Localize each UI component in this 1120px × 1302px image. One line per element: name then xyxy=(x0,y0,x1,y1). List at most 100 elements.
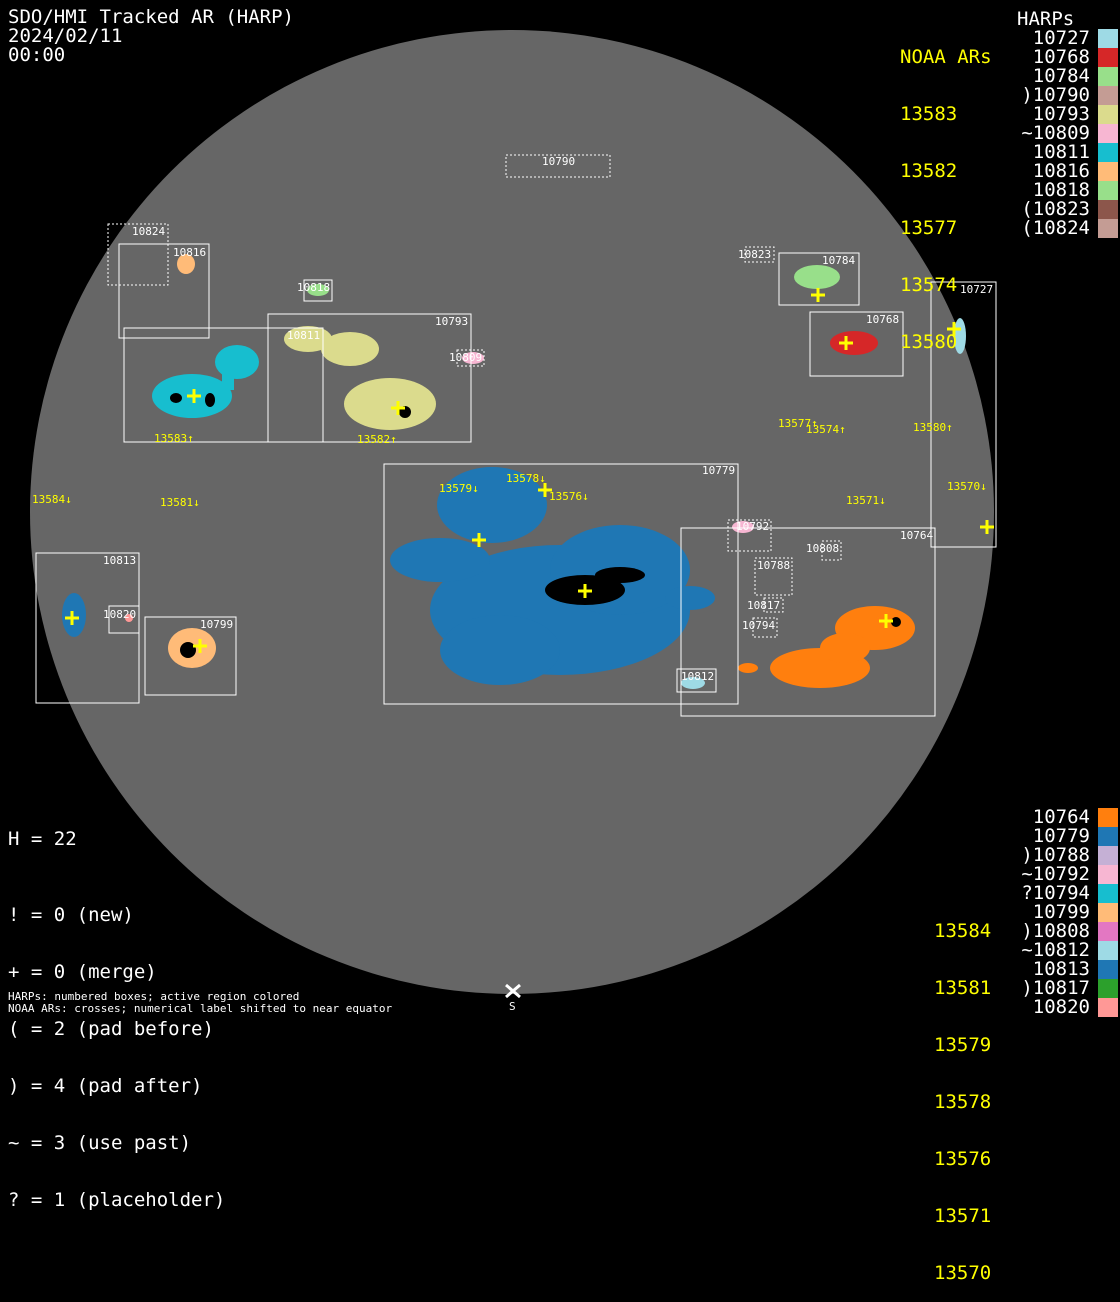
harp-box-10768[interactable] xyxy=(809,311,904,377)
harp-box-10779[interactable] xyxy=(383,463,739,705)
harp-id: 10811 xyxy=(1032,141,1090,163)
harp-label: 10768 xyxy=(866,313,899,326)
color-swatch xyxy=(1098,67,1118,86)
harp-label: 10793 xyxy=(435,315,468,328)
harp-box-10727[interactable] xyxy=(930,281,997,548)
harps-heading: HARPs xyxy=(1017,8,1075,30)
harp-label: 10790 xyxy=(542,155,575,168)
harp-legend-item: 10764 xyxy=(988,808,1118,827)
color-swatch xyxy=(1098,903,1118,922)
color-swatch xyxy=(1098,219,1118,238)
harp-box-10812[interactable] xyxy=(676,668,717,693)
noaa-item: 13571 xyxy=(934,1205,992,1227)
harp-id: ~10792 xyxy=(1021,863,1090,885)
harp-label: 10727 xyxy=(960,283,993,296)
harp-box-10811[interactable] xyxy=(123,327,324,443)
harp-id: 10768 xyxy=(1032,46,1090,68)
harp-id: 10813 xyxy=(1032,958,1090,980)
region-10816 xyxy=(177,254,195,274)
noaa-cross-icon xyxy=(187,389,201,403)
harp-legend-item: (10823 xyxy=(988,200,1118,219)
noaa-item: 13577 xyxy=(900,217,958,239)
noaa-label: 13580↑ xyxy=(913,421,953,434)
noaa-cross-icon xyxy=(578,584,592,598)
color-swatch xyxy=(1098,941,1118,960)
color-swatch xyxy=(1098,884,1118,903)
harp-box-10799[interactable] xyxy=(144,616,237,696)
footnote-line: HARPs: numbered boxes; active region col… xyxy=(8,990,300,1003)
region-10809 xyxy=(462,352,484,364)
harp-label: 10816 xyxy=(173,246,206,259)
noaa-item: 13584 xyxy=(934,920,992,942)
harp-box-10794[interactable] xyxy=(752,617,778,638)
color-swatch xyxy=(1098,29,1118,48)
south-marker: S xyxy=(509,1000,516,1013)
harp-label: 10817 xyxy=(747,599,780,612)
noaa-label: 13582↑ xyxy=(357,433,397,446)
harp-label: 10812 xyxy=(681,670,714,683)
harp-id: (10823 xyxy=(1021,198,1090,220)
harp-box-10823[interactable] xyxy=(744,246,775,263)
harp-box-10818[interactable] xyxy=(303,279,333,302)
harp-count: H = 22 xyxy=(8,828,77,850)
harp-box-10816[interactable] xyxy=(118,243,210,339)
status-line: ? = 1 (placeholder) xyxy=(8,1189,226,1211)
region-10813 xyxy=(62,593,86,637)
harp-id: 10816 xyxy=(1032,160,1090,182)
harp-legend-item: 10811 xyxy=(988,143,1118,162)
harp-id: ?10794 xyxy=(1021,882,1090,904)
noaa-cross-icon xyxy=(391,401,405,415)
status-legend: ! = 0 (new) + = 0 (merge) ( = 2 (pad bef… xyxy=(8,868,225,1229)
noaa-label: 13577↑ xyxy=(778,417,818,430)
noaa-cross-icon xyxy=(65,611,79,625)
noaa-cross-icon xyxy=(980,520,994,534)
harp-box-10809[interactable] xyxy=(456,349,485,367)
bottom-noaa-list: 13584 13581 13579 13578 13576 13571 1357… xyxy=(934,884,991,1302)
harp-id: (10824 xyxy=(1021,217,1090,239)
top-noaa-list: NOAA ARs 13583 13582 13577 13574 13580 xyxy=(900,10,992,371)
noaa-item: 13578 xyxy=(934,1091,992,1113)
status-line: ( = 2 (pad before) xyxy=(8,1018,214,1040)
harp-legend-item: 10768 xyxy=(988,48,1118,67)
harp-box-10820[interactable] xyxy=(108,605,140,634)
region-10793 xyxy=(284,326,436,430)
noaa-label: 13574↑ xyxy=(806,423,846,436)
harp-id: 10799 xyxy=(1032,901,1090,923)
noaa-label: 13571↓ xyxy=(846,494,886,507)
noaa-cross-icon xyxy=(472,533,486,547)
noaa-item: 13574 xyxy=(900,274,958,296)
color-swatch xyxy=(1098,808,1118,827)
noaa-crosses xyxy=(65,288,994,653)
noaa-label: 13578↓ xyxy=(506,472,546,485)
harp-legend-item: 10799 xyxy=(988,903,1118,922)
harp-box-10808[interactable] xyxy=(821,540,842,561)
noaa-label: 13576↓ xyxy=(549,490,589,503)
harp-box-10793[interactable] xyxy=(267,313,472,443)
time: 00:00 xyxy=(8,44,66,66)
noaa-item: 13583 xyxy=(900,103,958,125)
noaa-label: 13570↓ xyxy=(947,480,987,493)
harp-label: 10811 xyxy=(287,329,320,342)
color-swatch xyxy=(1098,846,1118,865)
harp-label: 10818 xyxy=(297,281,330,294)
color-swatch xyxy=(1098,124,1118,143)
harp-id: )10817 xyxy=(1021,977,1090,999)
harp-box-10784[interactable] xyxy=(778,252,860,306)
harp-box-10764[interactable] xyxy=(680,527,936,717)
harp-legend-item: ?10794 xyxy=(988,884,1118,903)
date: 2024/02/11 xyxy=(8,25,123,47)
title: SDO/HMI Tracked AR (HARP) xyxy=(8,6,294,28)
harp-box-10824[interactable] xyxy=(107,223,169,286)
noaa-cross-icon xyxy=(947,322,961,336)
noaa-cross-icon xyxy=(811,288,825,302)
harp-legend-item: (10824 xyxy=(988,219,1118,238)
harp-box-10792[interactable] xyxy=(727,519,772,552)
harp-box-10817[interactable] xyxy=(763,597,784,613)
harp-box-10788[interactable] xyxy=(754,557,793,596)
harp-label: 10784 xyxy=(822,254,855,267)
color-swatch xyxy=(1098,86,1118,105)
harp-box-10790[interactable] xyxy=(505,154,611,178)
harp-label: 10788 xyxy=(757,559,790,572)
harp-label: 10808 xyxy=(806,542,839,555)
